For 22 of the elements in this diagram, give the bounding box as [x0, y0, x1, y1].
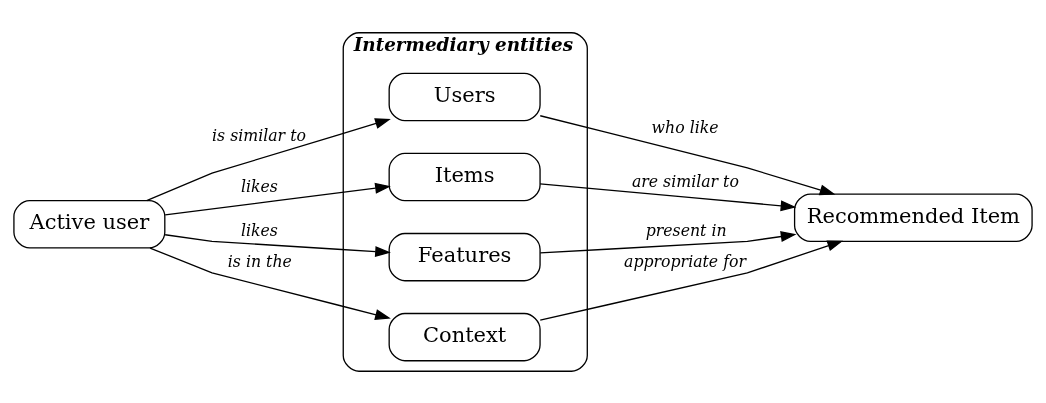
edge-label: present in: [645, 220, 727, 240]
edge-label: appropriate for: [624, 251, 747, 271]
node-box: Context: [388, 312, 541, 361]
edge-label: likes: [240, 220, 278, 240]
edge-label: likes: [240, 176, 278, 196]
arrow: [149, 246, 391, 320]
node-box: Features: [388, 232, 541, 281]
arrow: [539, 240, 844, 321]
arrow: [164, 233, 391, 257]
node-box: Recommended Item: [793, 192, 1033, 242]
edge-label: is similar to: [212, 125, 306, 145]
edge-label: are similar to: [631, 171, 739, 191]
node-box: Items: [388, 152, 541, 201]
arrow: [539, 230, 797, 254]
edge-label: is in the: [227, 251, 292, 271]
edge-label: who like: [651, 117, 719, 137]
arrow: [539, 182, 797, 211]
arrow: [539, 114, 836, 195]
arrow: [146, 117, 391, 201]
arrow: [164, 182, 391, 215]
node-box: Active user: [13, 199, 166, 249]
node-box: Users: [388, 72, 541, 121]
